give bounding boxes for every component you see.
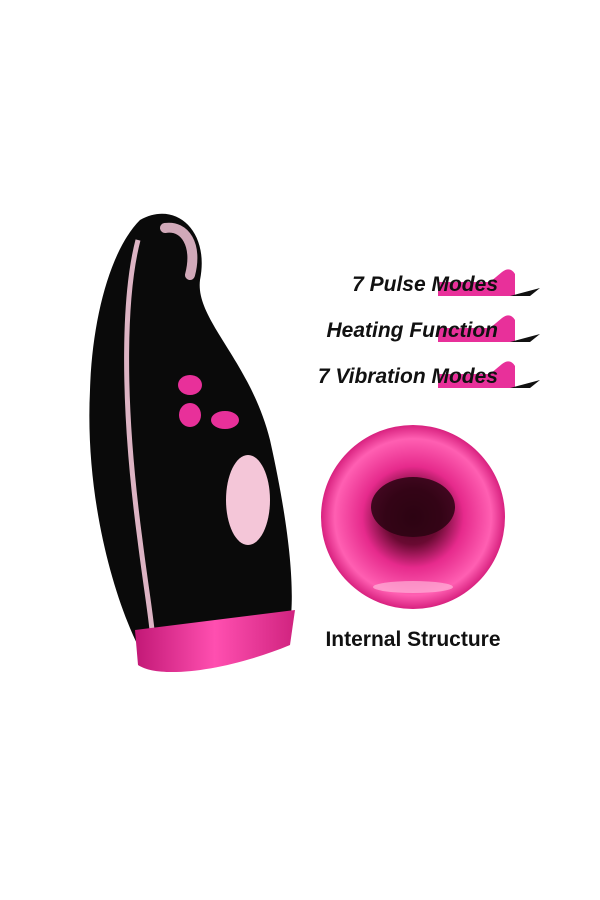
feature-label: Heating Function (326, 319, 499, 342)
product-device (89, 213, 295, 673)
pink-tab-icon (438, 269, 540, 296)
mode-button-icon (179, 403, 201, 427)
feature-label: 7 Vibration Modes (317, 365, 498, 388)
grip-pad (226, 455, 270, 545)
base-ring (135, 610, 295, 673)
pink-tab-icon (438, 361, 540, 388)
secondary-button-icon (211, 411, 239, 429)
feature-item: 7 Vibration Modes (318, 354, 540, 400)
internal-structure-image (321, 425, 505, 609)
power-button-icon (178, 375, 202, 395)
pink-tab-icon (438, 315, 540, 342)
feature-item: Heating Function (318, 308, 540, 354)
feature-item: 7 Pulse Modes (318, 262, 540, 308)
internal-structure-caption: Internal Structure (325, 628, 501, 651)
feature-label: 7 Pulse Modes (352, 273, 498, 296)
feature-list: 7 Pulse Modes Heating Function 7 Vibrati… (318, 262, 540, 400)
